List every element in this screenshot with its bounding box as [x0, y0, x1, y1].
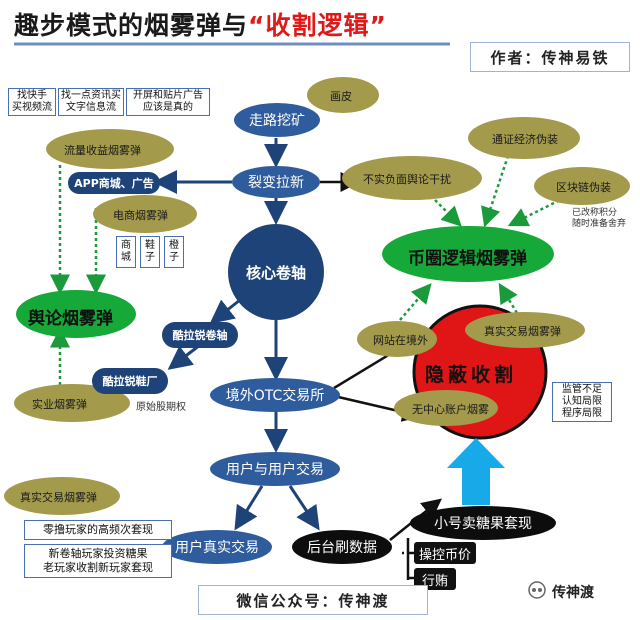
label-tongzheng: 通证经济伪装	[492, 133, 558, 146]
node-otc: 境外OTC交易所	[210, 378, 340, 412]
cloud-bijuan	[382, 226, 554, 282]
brand-icon	[528, 581, 546, 599]
label-yinbi: 隐蔽收割	[425, 364, 518, 386]
node-xiaohao: 小号卖糖果套现	[410, 506, 556, 540]
node-liebian: 裂变拉新	[232, 166, 320, 198]
label-dianshang: 电商烟雾弹	[113, 209, 168, 222]
note-jianguan: 监管不足 认知局限 程序局限	[552, 382, 612, 422]
cloud-wuzhongxin	[394, 390, 498, 426]
up-arrow-icon	[447, 438, 505, 505]
node-kuxiejuan: 酷拉锐卷轴	[162, 322, 238, 348]
box-kuaishou: 找快手 买视频流	[8, 88, 56, 116]
box-xinjuanzhou: 新卷轴玩家投资糖果 老玩家收割新玩家套现	[24, 544, 172, 578]
box-linglu: 零撸玩家的高频次套现	[24, 520, 172, 540]
cloud-zhenshi-left	[4, 477, 120, 515]
page-title: 趣步模式的烟雾弹与“收割逻辑”	[14, 11, 387, 40]
node-app: APP商城、广告	[68, 172, 160, 194]
label-huapi: 画皮	[330, 90, 352, 103]
label-wangzhan: 网站在境外	[373, 334, 428, 347]
node-kuxieshoe: 酷拉锐鞋厂	[92, 368, 168, 394]
node-zhenshi: 用户真实交易	[162, 530, 272, 564]
node-houtai: 后台刷数据	[292, 530, 392, 564]
label-liuliang: 流量收益烟雾弹	[64, 144, 141, 157]
label-bushifumian: 不实负面舆论干扰	[363, 173, 451, 186]
footer-wechat: 微信公众号：传神渡	[198, 585, 428, 615]
box-chengzi: 橙 子	[164, 236, 184, 268]
label-zhenshi-right: 真实交易烟雾弹	[484, 325, 561, 338]
node-zoulu: 走路挖矿	[234, 103, 320, 137]
label-qukuailian: 区块链伪装	[556, 181, 611, 194]
cloud-tongzheng	[468, 117, 580, 159]
author-box: 作者：传神易铁	[470, 42, 630, 72]
label-shiye: 实业烟雾弹	[32, 398, 87, 411]
cloud-qukuailian	[534, 167, 630, 205]
node-yonghu: 用户与用户交易	[210, 452, 340, 486]
node-xinghui: 行贿	[414, 568, 456, 590]
node-hexin: 核心卷轴	[228, 224, 324, 320]
cloud-yulun	[16, 290, 136, 338]
note-yuanshi: 原始股期权	[136, 402, 186, 413]
cloud-liuliang	[46, 129, 174, 169]
label-bijuan: 币圈逻辑烟雾弹	[408, 249, 527, 269]
label-yulun: 舆论烟雾弹	[28, 309, 113, 329]
brand-label: 传神渡	[552, 585, 594, 601]
node-caokong: 操控币价	[414, 542, 476, 564]
label-wuzhongxin: 无中心账户烟雾	[412, 403, 489, 416]
cloud-bushifumian	[342, 156, 482, 200]
box-yidian: 找一点资讯买 文字信息流	[58, 88, 124, 116]
note-gaigai: 已改称积分 随时准备舍弃	[572, 208, 627, 229]
cloud-wangzhan	[357, 321, 437, 357]
box-shangcheng: 商 城	[116, 236, 136, 268]
box-xiezi: 鞋 子	[140, 236, 160, 268]
cloud-zhenshi-right	[465, 312, 585, 348]
cloud-dianshang	[93, 195, 197, 233]
box-kaiping: 开屏和贴片广告 应该是真的	[126, 88, 210, 116]
label-zhenshi-left: 真实交易烟雾弹	[20, 491, 97, 504]
cloud-huapi	[307, 77, 379, 113]
